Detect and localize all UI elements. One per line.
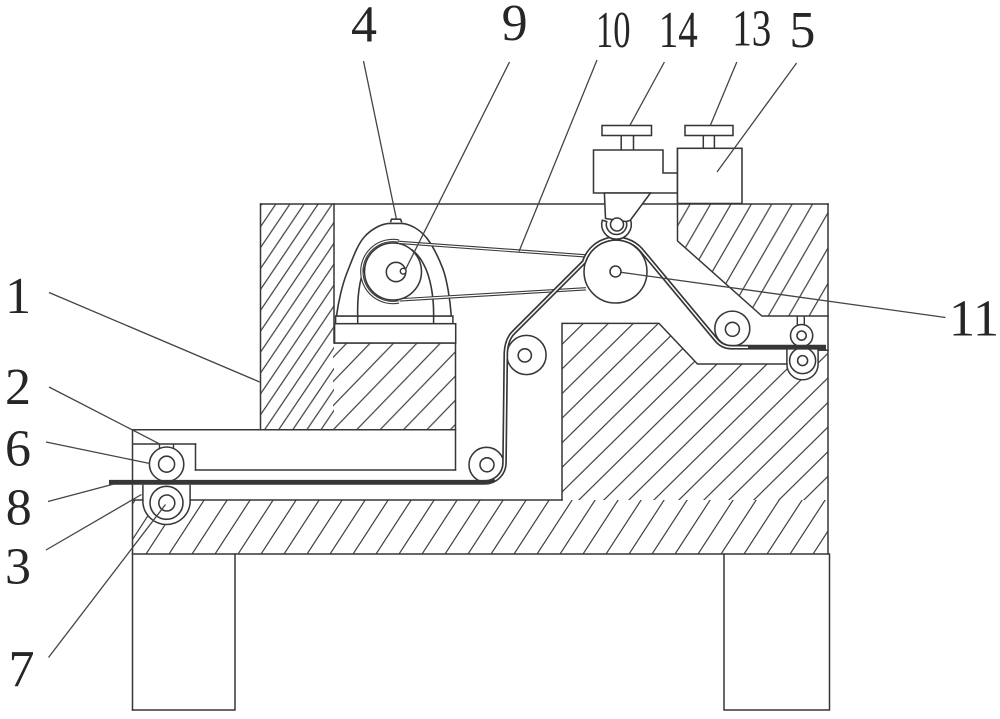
svg-text:13: 13 [732,1,771,58]
svg-text:14: 14 [659,2,698,59]
svg-text:5: 5 [789,2,815,59]
svg-text:7: 7 [9,641,35,698]
svg-text:1: 1 [5,268,31,325]
svg-text:11: 11 [949,291,999,348]
svg-text:8: 8 [6,480,32,537]
svg-text:9: 9 [502,0,528,52]
svg-text:3: 3 [5,539,31,596]
svg-text:4: 4 [351,0,377,54]
svg-text:2: 2 [5,359,31,416]
svg-text:10: 10 [596,2,631,59]
svg-text:6: 6 [5,420,31,477]
